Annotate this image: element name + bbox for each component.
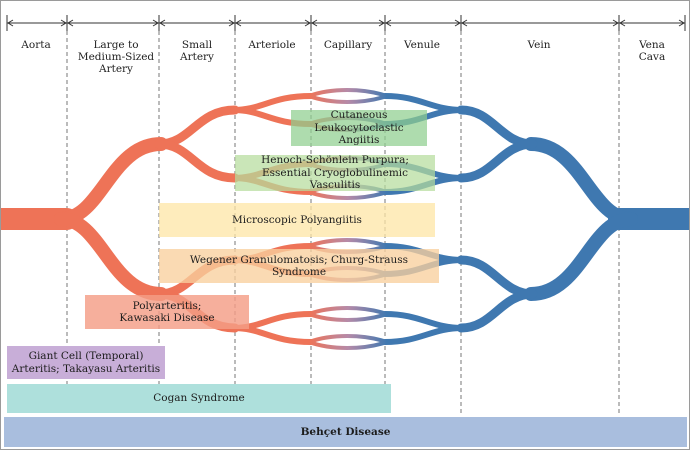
header-arrow-right xyxy=(60,19,67,27)
band-henoch-schonlein-cryoglobulinemic: Henoch-Schönlein Purpura; Essential Cryo… xyxy=(235,154,435,191)
large-artery-branch xyxy=(54,212,168,301)
small-vein-branch xyxy=(456,139,538,183)
capillary-loop xyxy=(307,88,389,98)
small-vein-branch xyxy=(456,289,538,333)
capillary-loop xyxy=(307,312,389,322)
column-label-large-medium-artery: Large to Medium-Sized Artery xyxy=(77,39,155,75)
small-vein-branch xyxy=(456,105,538,149)
column-label-vena-cava: Vena Cava xyxy=(638,39,666,63)
capillary-loop xyxy=(307,190,389,200)
band-behcet-disease: Behçet Disease xyxy=(4,417,687,447)
header-arrow-right xyxy=(228,19,235,27)
header-arrow-right xyxy=(304,19,311,27)
column-label-arteriole: Arteriole xyxy=(248,39,296,51)
header-arrow-left xyxy=(461,19,468,27)
header-arrow-left xyxy=(311,19,318,27)
band-cutaneous-leukocytoclastic-angiitis: Cutaneous Leukocytoclastic Angiitis xyxy=(291,109,427,146)
column-label-vein: Vein xyxy=(527,39,551,51)
header-arrow-right xyxy=(378,19,385,27)
large-artery-branch xyxy=(54,137,168,226)
band-polyarteritis-kawasaki: Polyarteritis; Kawasaki Disease xyxy=(85,295,249,329)
header-arrow-left xyxy=(67,19,74,27)
header-arrow-right xyxy=(454,19,461,27)
header-arrow-right xyxy=(678,19,685,27)
header-arrow-left xyxy=(235,19,242,27)
band-microscopic-polyangiitis: Microscopic Polyangiitis xyxy=(159,203,435,237)
column-label-capillary: Capillary xyxy=(323,39,373,51)
venule-branch xyxy=(382,325,466,345)
arteriole-branch xyxy=(230,325,314,345)
capillary-loop xyxy=(307,238,389,248)
capillary-loop xyxy=(307,334,389,344)
small-artery-branch xyxy=(154,105,240,149)
header-arrow-left xyxy=(7,19,14,27)
column-label-aorta: Aorta xyxy=(21,39,51,51)
header-arrow-left xyxy=(619,19,626,27)
capillary-loop xyxy=(307,94,389,104)
large-vein-branch xyxy=(524,137,638,226)
capillary-loop xyxy=(307,340,389,350)
header-arrow-left xyxy=(385,19,392,27)
band-wegener-churg-strauss: Wegener Granulomatosis; Churg-Strauss Sy… xyxy=(159,249,439,283)
large-vein-branch xyxy=(524,212,638,301)
small-artery-branch xyxy=(154,139,240,183)
column-label-small-artery: Small Artery xyxy=(180,39,214,63)
small-vein-branch xyxy=(456,255,538,299)
capillary-loop xyxy=(307,306,389,316)
header-arrow-right xyxy=(152,19,159,27)
header-arrow-left xyxy=(159,19,166,27)
band-cogan-syndrome: Cogan Syndrome xyxy=(7,384,391,413)
header-arrow-right xyxy=(612,19,619,27)
column-label-venule: Venule xyxy=(404,39,440,51)
band-giant-cell-takayasu: Giant Cell (Temporal) Arteritis; Takayas… xyxy=(7,346,165,379)
